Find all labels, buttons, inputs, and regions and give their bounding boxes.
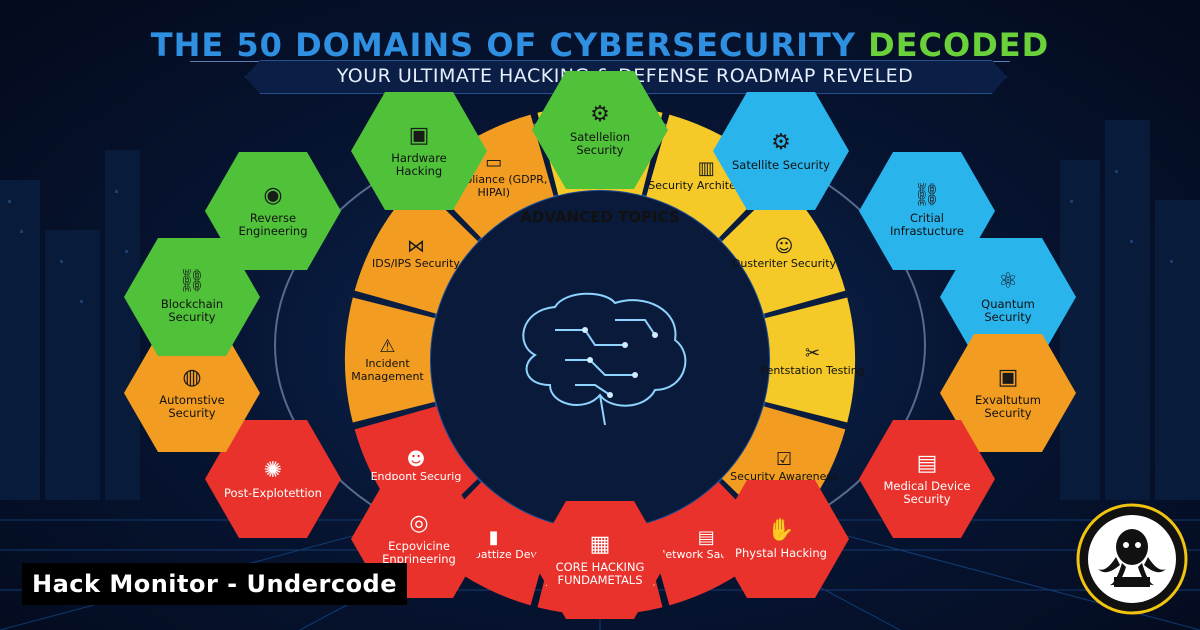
advanced-topics-label: ADVANCED TOPICS — [520, 208, 680, 226]
virus-icon: ✺ — [263, 457, 283, 483]
title-main: THE 50 DOMAINS OF CYBERSECURITY — [150, 26, 856, 64]
undercode-octopus-logo — [1076, 503, 1188, 615]
outer-topic-label: Blockchain Security — [160, 297, 224, 324]
outer-topic-hex: ▤ Medical Device Security — [859, 420, 995, 538]
inner-segment — [764, 297, 856, 423]
target-icon: ◎ — [409, 511, 429, 536]
checklist-icon: ☑ — [775, 448, 793, 470]
outer-topic-label: Medical Device Security — [883, 479, 971, 506]
circuit-icon: ▦ — [589, 532, 611, 557]
inner-topic: ☺Dusteriter Security — [724, 230, 844, 278]
watermark-banner: Hack Monitor - Undercode — [22, 563, 408, 605]
user-icon: ☻ — [406, 448, 426, 470]
inner-topic-label: Dusteriter Security — [731, 257, 837, 271]
inner-topic: ⋈IDS/IPS Security — [356, 230, 476, 278]
outer-topic-hex: ⚙ Satellelion Security — [532, 71, 668, 189]
brain-icon — [522, 292, 687, 426]
inner-topic: ☑Security Awareness — [724, 442, 844, 490]
inner-segment — [345, 297, 436, 423]
outer-topic-label: Satellite Security — [732, 157, 830, 172]
outer-topic-label: Reverse Engineering — [238, 211, 308, 238]
chip-icon: ▣ — [997, 365, 1019, 390]
gear-shield-icon: ⚙ — [590, 102, 610, 127]
server-icon: ▤ — [697, 526, 715, 548]
inner-segment — [721, 182, 846, 314]
outer-topic-label: Automstive Security — [159, 393, 225, 420]
hand-icon: ✋ — [767, 517, 795, 543]
outer-topic-label: Quantum Security — [981, 297, 1035, 324]
inner-segment — [422, 114, 554, 239]
inner-topic-label: Incident Management — [351, 357, 424, 383]
document-icon: ▭ — [485, 151, 503, 173]
outer-topic-label: CORE HACKING FUNDAMETALS — [555, 560, 645, 587]
share-icon: ⋈ — [406, 236, 425, 258]
inner-segment — [646, 114, 778, 239]
page-title: THE 50 DOMAINS OF CYBERSECURITY DECODED — [0, 26, 1200, 64]
outer-topic-label: Phystal Hacking — [735, 545, 827, 560]
outer-topic-label: Hardware Hacking — [391, 151, 447, 178]
outer-topic-label: Satellelion Security — [569, 130, 631, 157]
robot-icon: ☺ — [774, 236, 794, 258]
inner-topic-label: IDS/IPS Security — [372, 257, 460, 271]
outer-topic-label: Critial Infrastucture — [890, 211, 964, 238]
inner-topic: ✂Pentstation Testing — [753, 336, 873, 384]
outer-topic-hex: ⚙ Satellite Security — [713, 92, 849, 210]
car-icon: ◍ — [182, 365, 202, 390]
blueprint-icon: ▥ — [697, 158, 715, 180]
title-accent: DECODED — [868, 26, 1050, 64]
network-icon: ⛓ — [913, 183, 941, 208]
device-icon: ▤ — [916, 451, 938, 476]
globe-icon: ◉ — [263, 183, 283, 208]
atom-icon: ⚛ — [998, 269, 1018, 294]
outer-topic-hex: ✋ Phystal Hacking — [713, 480, 849, 598]
chain-icon: ⛓ — [178, 269, 206, 294]
gear-icon: ⚙ — [771, 129, 791, 155]
outer-topic-hex: ▦ CORE HACKING FUNDAMETALS — [532, 501, 668, 619]
inner-topic: ⚠Incident Management — [328, 336, 448, 384]
watermark-text: Hack Monitor - Undercode — [32, 570, 398, 598]
outer-topic-label: Post-Explotettion — [224, 485, 322, 500]
inner-topic-label: Endpont Securig — [370, 469, 462, 483]
outer-topic-label: Exvaltutum Security — [975, 393, 1041, 420]
chip-icon: ▣ — [408, 123, 430, 148]
usb-icon: ▮ — [488, 526, 499, 548]
inner-topic: ☻Endpont Securig — [356, 442, 476, 490]
inner-segment — [354, 182, 479, 314]
outer-topic-label: Ecpovicine Enprineering — [382, 539, 456, 566]
inner-topic-label: Pentstation Testing — [760, 363, 865, 377]
tools-icon: ✂ — [804, 342, 821, 364]
inner-topic-label: Security Awareness — [730, 469, 838, 483]
alarm-icon: ⚠ — [379, 336, 396, 357]
